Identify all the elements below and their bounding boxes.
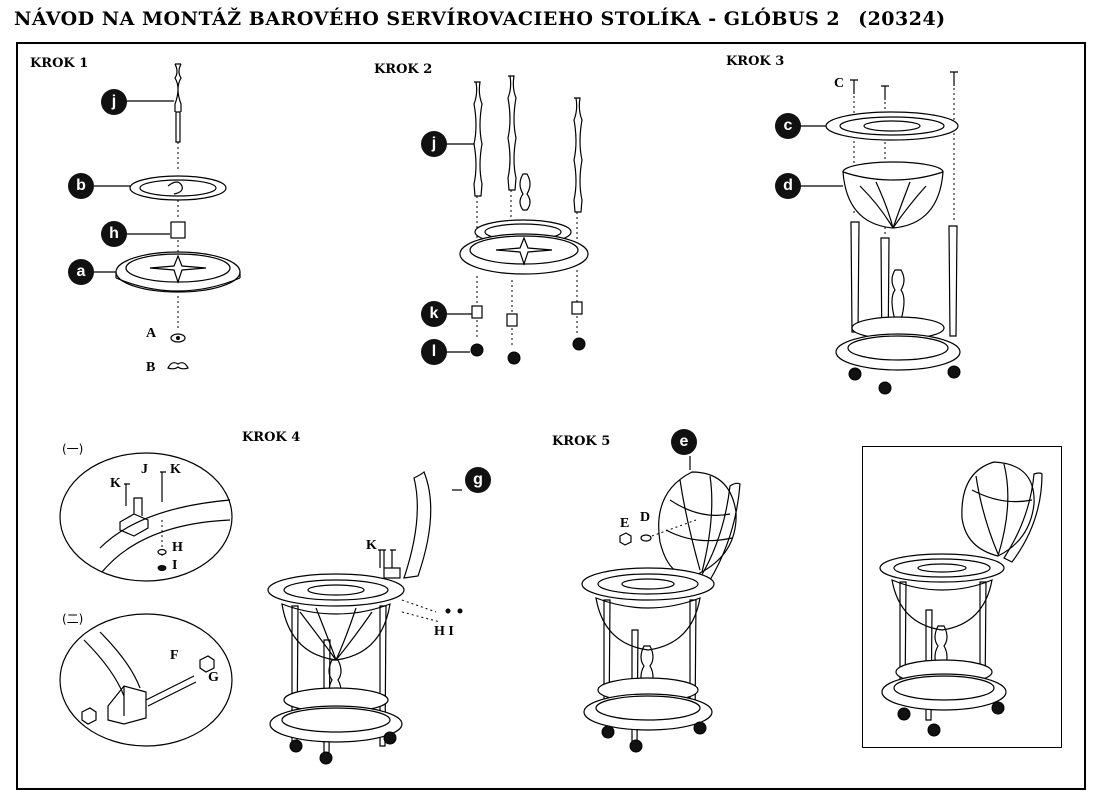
- detail1-drawing: [59, 452, 233, 582]
- instruction-frame: [16, 42, 1086, 790]
- final-assembly-frame: [862, 446, 1062, 748]
- hardware-label-A: A: [146, 326, 157, 341]
- step4-label-K: K: [366, 538, 377, 553]
- detail1-label-J: J: [141, 462, 148, 477]
- part-badge-j: j: [101, 89, 127, 115]
- final-assembly-drawing: [879, 461, 1043, 737]
- detail1-label-I: I: [172, 558, 178, 573]
- part-badge-h: h: [101, 221, 127, 247]
- part-badge-e: e: [671, 429, 697, 455]
- part-badge-b: b: [68, 173, 94, 199]
- product-code: (20324): [858, 8, 946, 30]
- detail1-label-H: H: [172, 540, 183, 555]
- detail1-caption: (一): [62, 442, 84, 456]
- part-badge-c: c: [775, 113, 801, 139]
- step5-drawing: [581, 456, 741, 753]
- part-badge-a: a: [68, 259, 94, 285]
- detail1-label-K-left: K: [110, 476, 121, 491]
- part-badge-g: g: [465, 467, 491, 493]
- page-title: NÁVOD NA MONTÁŽ BAROVÉHO SERVÍROVACIEHO …: [14, 8, 946, 30]
- step-5-heading: KROK 5: [552, 434, 611, 449]
- step-4-heading: KROK 4: [242, 430, 301, 445]
- title-main: NÁVOD NA MONTÁŽ BAROVÉHO SERVÍROVACIEHO …: [14, 8, 841, 30]
- detail2-drawing: [59, 613, 233, 747]
- step5-label-D: D: [640, 510, 651, 525]
- part-badge-l: l: [421, 339, 447, 365]
- hardware-label-B: B: [146, 360, 156, 375]
- step3-drawing: [800, 71, 961, 395]
- detail1-label-K-right: K: [170, 462, 181, 477]
- step-1-heading: KROK 1: [30, 56, 89, 71]
- step2-drawing: [446, 75, 589, 365]
- detail2-caption: (二): [62, 612, 84, 626]
- detail2-label-F: F: [170, 648, 179, 663]
- step4-label-HI: H I: [434, 624, 454, 639]
- hardware-label-C: C: [834, 76, 845, 91]
- step-2-heading: KROK 2: [374, 62, 433, 77]
- step-3-heading: KROK 3: [726, 54, 785, 69]
- part-badge-j-step2: j: [421, 131, 447, 157]
- step5-label-E: E: [620, 516, 630, 531]
- part-badge-d: d: [775, 173, 801, 199]
- step1-drawing: [94, 63, 241, 370]
- part-badge-k: k: [421, 301, 447, 327]
- step4-drawing: [267, 470, 463, 765]
- detail2-label-G: G: [208, 670, 219, 685]
